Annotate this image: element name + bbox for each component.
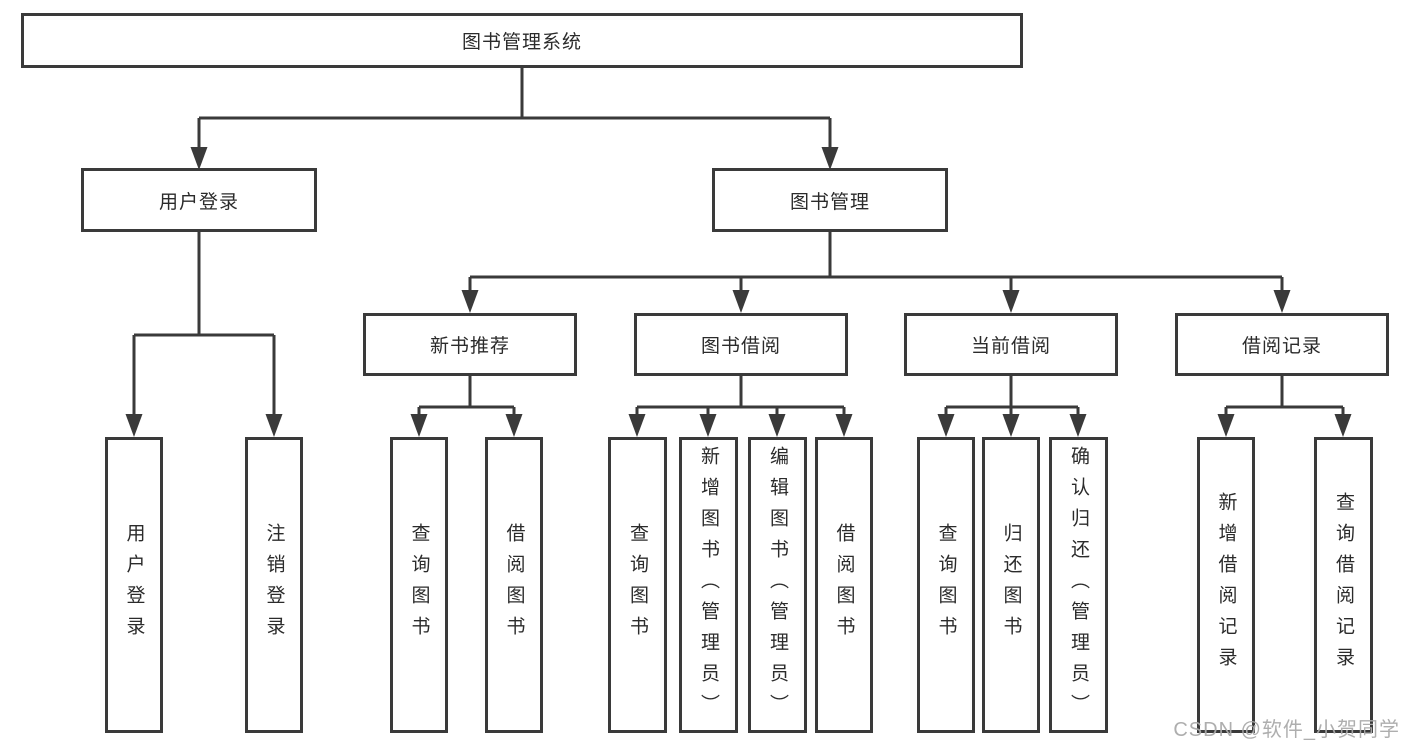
leaf-current-query-books: 查询图书 (917, 437, 975, 733)
leaf-logout: 注销登录 (245, 437, 303, 733)
leaf-borrow-add-books-admin: 新增图书（管理员） (679, 437, 738, 733)
leaf-record-add-borrow-record-label: 新增借阅记录 (1215, 492, 1237, 678)
node-current-borrowing: 当前借阅 (904, 313, 1118, 376)
node-book-borrowing: 图书借阅 (634, 313, 848, 376)
leaf-borrow-edit-books-admin: 编辑图书（管理员） (748, 437, 807, 733)
leaf-record-add-borrow-record: 新增借阅记录 (1197, 437, 1255, 733)
node-new-book-recommendation: 新书推荐 (363, 313, 577, 376)
node-borrowing-records-label: 借阅记录 (1241, 336, 1322, 357)
connector-userlogin-to-leaves (132, 232, 276, 416)
connector-root-to-level2 (197, 68, 832, 150)
leaf-borrow-borrow-books: 借阅图书 (815, 437, 873, 733)
leaf-borrow-add-books-admin-label: 新增图书（管理员） (698, 445, 719, 725)
leaf-newbook-borrow-books-label: 借阅图书 (503, 523, 525, 647)
leaf-newbook-query-books-label: 查询图书 (408, 523, 430, 647)
node-new-book-recommendation-label: 新书推荐 (429, 336, 510, 357)
connector-borrowrecord-to-leaves (1224, 376, 1345, 416)
connector-newbook-to-leaves (417, 376, 516, 416)
leaf-current-query-books-label: 查询图书 (935, 523, 957, 647)
leaf-newbook-query-books: 查询图书 (390, 437, 448, 733)
node-root-label: 图书管理系统 (461, 32, 582, 53)
leaf-borrow-edit-books-admin-label: 编辑图书（管理员） (767, 445, 788, 725)
node-user-login-label: 用户登录 (158, 191, 239, 213)
leaf-current-confirm-return-admin: 确认归还（管理员） (1049, 437, 1108, 733)
node-book-management: 图书管理 (712, 168, 948, 232)
leaf-borrow-borrow-books-label: 借阅图书 (833, 523, 855, 647)
node-book-management-label: 图书管理 (789, 191, 870, 213)
node-root: 图书管理系统 (21, 13, 1023, 68)
connector-bookmgmt-to-level3 (468, 232, 1284, 292)
leaf-borrow-query-books: 查询图书 (608, 437, 667, 733)
leaf-logout-label: 注销登录 (263, 523, 285, 647)
node-borrowing-records: 借阅记录 (1175, 313, 1389, 376)
leaf-borrow-query-books-label: 查询图书 (627, 523, 648, 647)
node-current-borrowing-label: 当前借阅 (970, 336, 1051, 357)
leaf-user-login: 用户登录 (105, 437, 163, 733)
node-book-borrowing-label: 图书借阅 (700, 336, 781, 357)
leaf-record-query-borrow-record-label: 查询借阅记录 (1333, 492, 1354, 678)
leaf-record-query-borrow-record: 查询借阅记录 (1314, 437, 1373, 733)
leaf-newbook-borrow-books: 借阅图书 (485, 437, 543, 733)
connector-bookborrow-to-leaves (635, 376, 846, 416)
leaf-current-confirm-return-admin-label: 确认归还（管理员） (1068, 445, 1089, 725)
connector-currentborrow-to-leaves (944, 376, 1080, 416)
node-user-login: 用户登录 (81, 168, 317, 232)
leaf-current-return-books-label: 归还图书 (1000, 523, 1022, 647)
leaf-current-return-books: 归还图书 (982, 437, 1040, 733)
csdn-watermark: CSDN @软件_小贺同学 (1173, 719, 1400, 741)
leaf-user-login-label: 用户登录 (123, 523, 145, 647)
